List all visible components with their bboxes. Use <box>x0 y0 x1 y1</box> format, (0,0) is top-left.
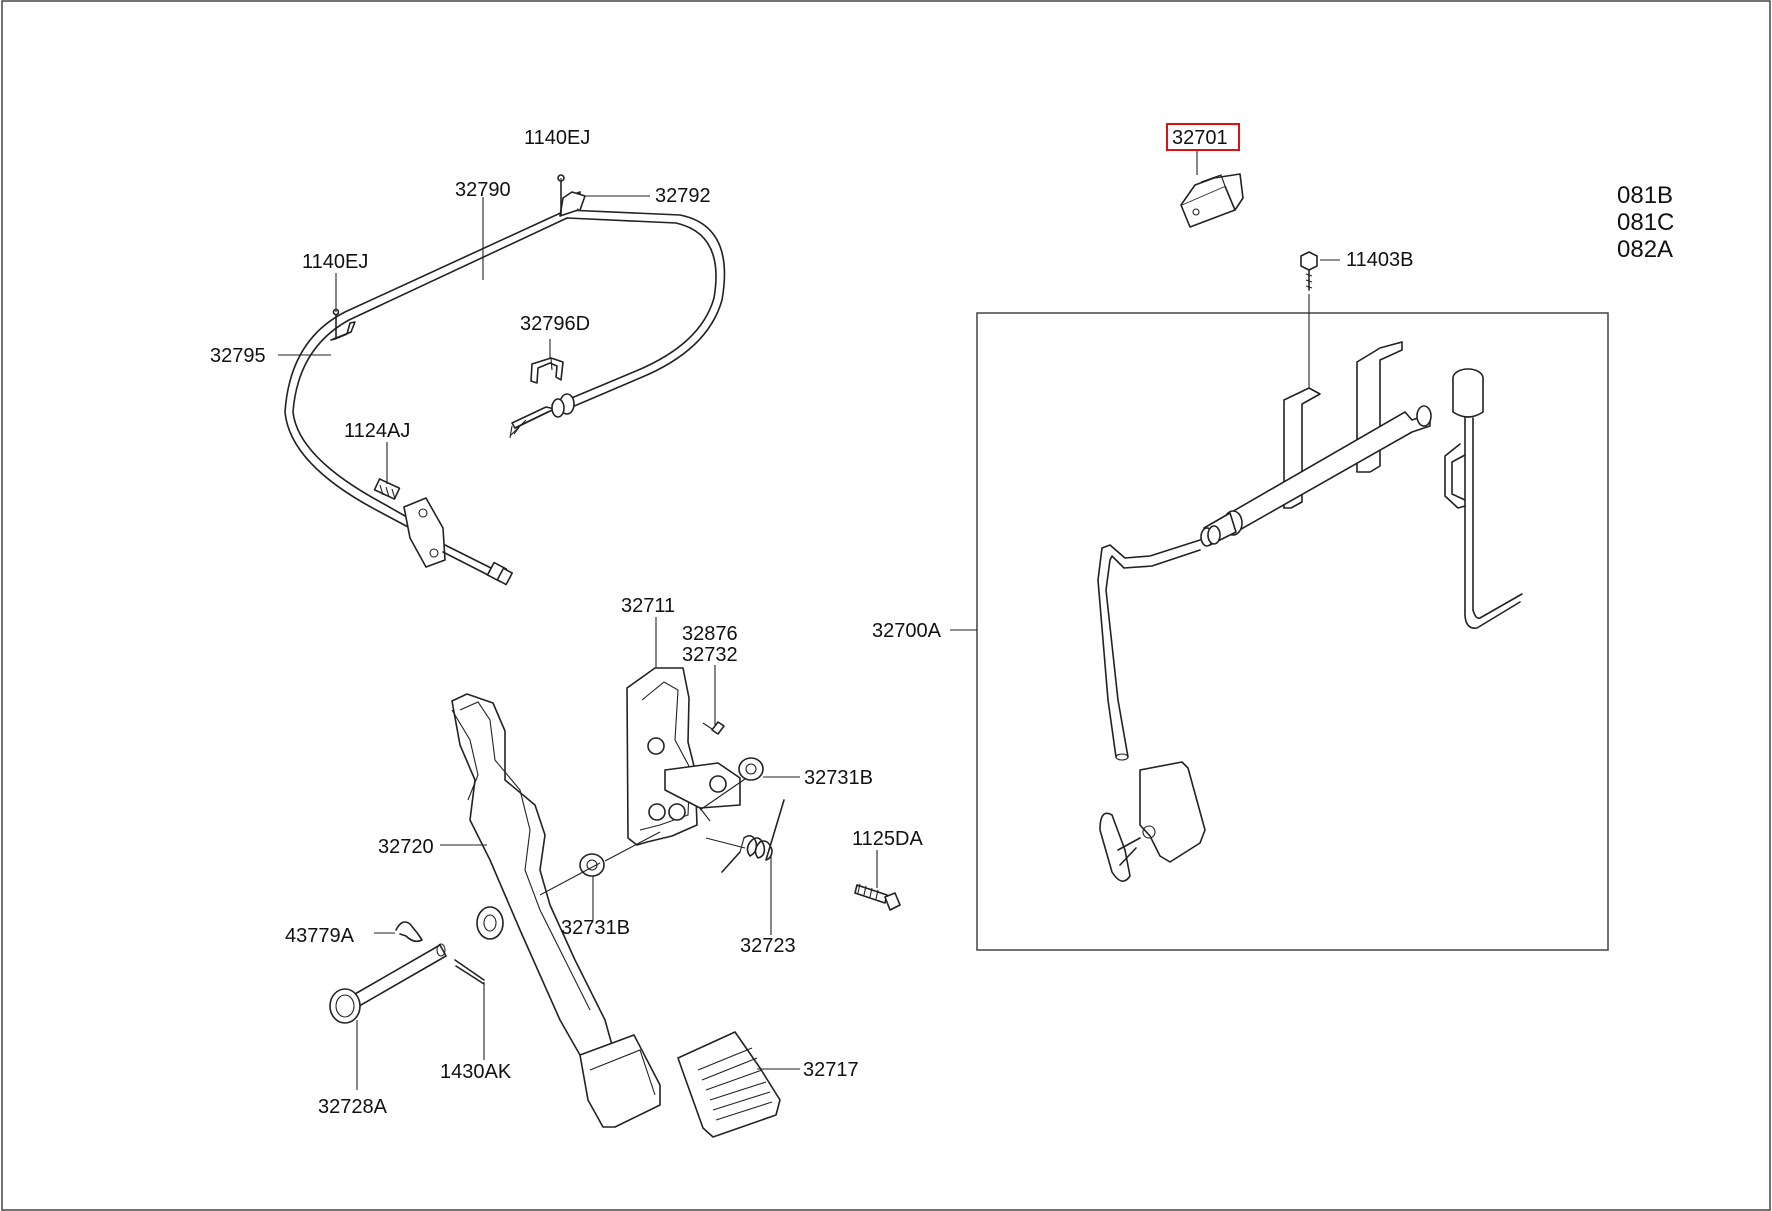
label-43779a[interactable]: 43779A <box>285 925 355 947</box>
label-11403b[interactable]: 11403B <box>1346 249 1413 271</box>
label-1125da[interactable]: 1125DA <box>852 828 923 850</box>
model-code-1: 081C <box>1617 209 1674 236</box>
assembly-32700a <box>976 173 1609 951</box>
label-32720[interactable]: 32720 <box>378 836 434 858</box>
label-32711[interactable]: 32711 <box>621 595 675 617</box>
label-32723[interactable]: 32723 <box>740 935 796 957</box>
pin-32728a <box>347 944 447 1010</box>
label-32701[interactable]: 32701 <box>1172 127 1228 149</box>
label-32795[interactable]: 32795 <box>210 345 266 367</box>
pedal-pad-32717 <box>677 1031 781 1138</box>
pedal-arm-32720 <box>451 693 613 1079</box>
washer-32731b-bottom <box>579 853 605 877</box>
cable-32790 <box>554 209 726 414</box>
cable-assembly <box>284 174 726 586</box>
label-1430ak[interactable]: 1430AK <box>440 1061 512 1083</box>
label-32790[interactable]: 32790 <box>455 179 511 201</box>
label-32731b-bottom[interactable]: 32731B <box>561 917 630 939</box>
leader-lines <box>278 150 1340 1090</box>
model-code-0: 081B <box>1617 182 1673 209</box>
highlight-box-32701 <box>1166 123 1240 151</box>
model-code-2: 082A <box>1617 236 1673 263</box>
label-1140ej-top[interactable]: 1140EJ <box>524 127 590 149</box>
pedal-assembly <box>329 667 901 1138</box>
label-1140ej-left[interactable]: 1140EJ <box>302 251 368 273</box>
label-32700a[interactable]: 32700A <box>872 620 942 642</box>
label-32792[interactable]: 32792 <box>655 185 711 207</box>
label-1124aj[interactable]: 1124AJ <box>344 420 410 442</box>
label-32731b-right[interactable]: 32731B <box>804 767 873 789</box>
washer-32731b-right <box>738 757 764 781</box>
label-32717[interactable]: 32717 <box>803 1059 859 1081</box>
label-32876[interactable]: 32876 <box>682 623 738 645</box>
label-32732[interactable]: 32732 <box>682 644 738 666</box>
label-32728a[interactable]: 32728A <box>318 1096 388 1118</box>
model-codes: 081B 081C 082A <box>1617 182 1674 263</box>
spring-32723 <box>721 799 785 873</box>
assembly-frame <box>976 312 1609 951</box>
part-labels: 1140EJ 32792 32790 1140EJ 32795 32796D 1… <box>210 123 1413 1118</box>
label-32796d[interactable]: 32796D <box>520 313 590 335</box>
clip-43779a <box>395 921 423 943</box>
